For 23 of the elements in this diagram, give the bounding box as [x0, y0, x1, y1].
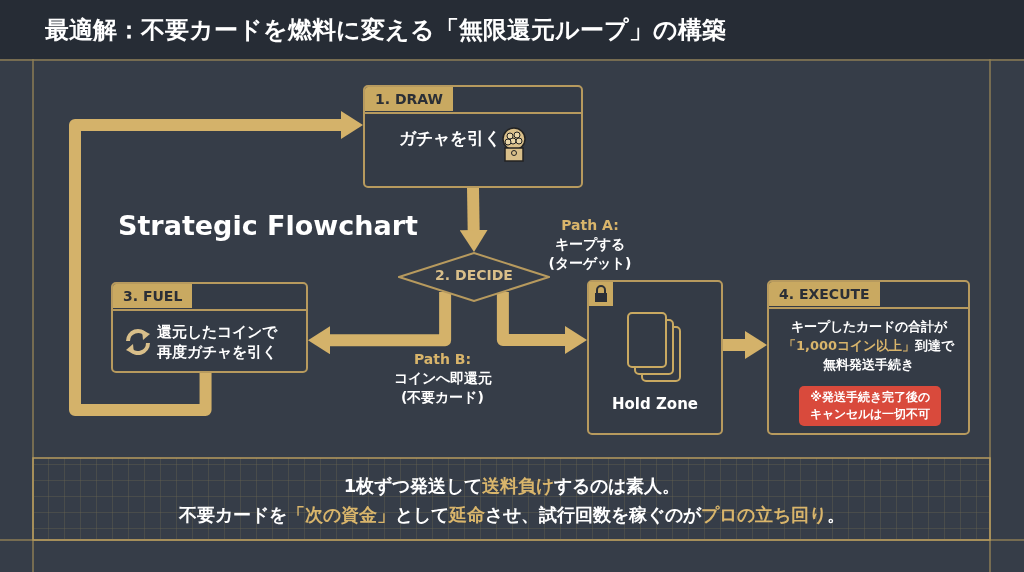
step-text: キープしたカードの合計が「1,000コイン以上」到達で無料発送手続き [781, 318, 956, 374]
title: 最適解：不要カードを燃料に変える「無限還元ループ」の構築 [45, 15, 726, 46]
summary-text: 不要カードを「次の資金」として延命させ、試行回数を稼ぐのがプロの立ち回り。 [179, 503, 845, 527]
zone-label: Hold Zone [611, 395, 699, 413]
step-tab: 3. FUEL [113, 284, 193, 308]
process-card [111, 282, 308, 373]
step-tab: 1. DRAW [365, 87, 453, 111]
arrow [459, 187, 488, 252]
arrow [308, 292, 452, 355]
step-text: 還元したコインで再度ガチャを引く [157, 322, 279, 363]
step-text: ガチャを引く [398, 127, 502, 150]
arrow [69, 111, 363, 416]
step-label: 2. DECIDE [434, 267, 514, 283]
decision-diamond [398, 252, 550, 302]
arrow [496, 292, 587, 354]
process-card [363, 85, 583, 188]
subtitle: Strategic Flowchart [118, 210, 418, 241]
arrow [723, 331, 767, 359]
process-card [767, 280, 970, 435]
hold-zone-card [587, 280, 723, 435]
summary-text: 1枚ずつ発送して送料負けするのは素人。 [343, 474, 681, 498]
warning-note: ※発送手続き完了後のキャンセルは一切不可 [799, 386, 941, 426]
step-tab: 4. EXECUTE [769, 282, 880, 306]
